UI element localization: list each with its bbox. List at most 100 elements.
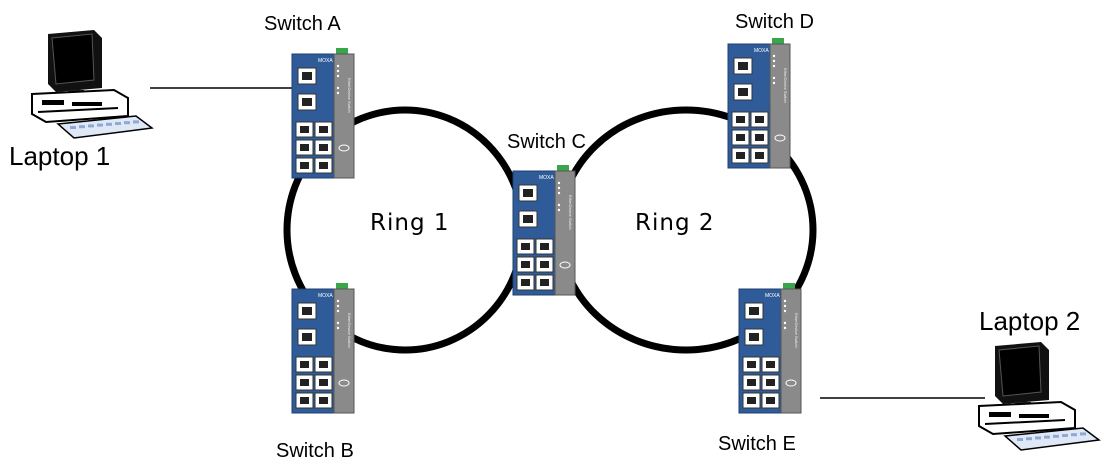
rj45-port-jack	[319, 361, 328, 368]
rj45-port-jack	[300, 126, 309, 133]
laptop-2-label: Laptop 2	[979, 306, 1081, 336]
rj45-port-jack	[736, 134, 745, 141]
led-indicator	[783, 304, 787, 308]
key	[1053, 434, 1059, 438]
brand-text: MOXA	[318, 58, 333, 64]
led-indicator	[783, 321, 787, 325]
switch-side-panel	[554, 170, 576, 296]
switch-a-label: Switch A	[264, 13, 341, 35]
led-indicator	[772, 81, 776, 85]
led-indicator	[772, 59, 776, 63]
rj45-port-jack	[300, 361, 309, 368]
power-connector	[336, 48, 348, 55]
key	[70, 126, 76, 129]
led-indicator	[336, 321, 340, 325]
led-indicator	[772, 76, 776, 80]
rj45-port-jack	[749, 333, 759, 341]
key	[79, 125, 85, 129]
key	[1062, 434, 1068, 437]
rj45-port-jack	[738, 88, 748, 96]
led-indicator	[336, 74, 340, 78]
key	[1071, 433, 1077, 437]
disk-slot	[72, 102, 102, 106]
led-indicator	[783, 326, 787, 330]
rj45-port-jack	[766, 397, 775, 404]
switch-b: MOXA EtherDevice Switch	[291, 283, 356, 419]
rj45-port-jack	[521, 279, 530, 286]
rj45-port-jack	[736, 152, 745, 159]
led-indicator	[336, 64, 340, 68]
power-connector	[557, 165, 569, 172]
switch-a: MOXA EtherDevice Switch	[291, 48, 356, 184]
led-indicator	[772, 54, 776, 58]
rj45-port-jack	[319, 162, 328, 169]
led-indicator	[783, 309, 787, 313]
rj45-port-jack	[766, 361, 775, 368]
key	[1026, 437, 1032, 441]
logo-mark	[559, 261, 571, 269]
rj45-port-jack	[755, 152, 764, 159]
led-indicator	[557, 203, 561, 207]
led-indicator	[336, 86, 340, 90]
rj45-port-jack	[300, 162, 309, 169]
rj45-port-jack	[300, 144, 309, 151]
switch-d-label: Switch D	[735, 11, 814, 33]
disk-slot	[1019, 414, 1049, 418]
power-connector	[772, 38, 784, 45]
rj45-port-jack	[747, 361, 756, 368]
side-text: EtherDevice Switch	[347, 78, 352, 113]
led-indicator	[336, 304, 340, 308]
rj45-port-jack	[540, 279, 549, 286]
brand-text: MOXA	[754, 48, 769, 54]
key	[1035, 436, 1041, 440]
rj45-port-jack	[540, 243, 549, 250]
key	[88, 124, 94, 128]
ring-2-label: Ring 2	[635, 210, 715, 236]
laptop-2-computer-icon	[975, 342, 1103, 454]
key	[97, 123, 103, 127]
rj45-port-jack	[738, 62, 748, 70]
led-indicator	[336, 69, 340, 73]
rj45-port-jack	[319, 397, 328, 404]
rj45-port-jack	[755, 116, 764, 123]
led-indicator	[557, 186, 561, 190]
rj45-port-jack	[319, 126, 328, 133]
side-text: EtherDevice Switch	[347, 313, 352, 348]
rj45-port-jack	[521, 261, 530, 268]
power-connector	[336, 283, 348, 290]
brand-text: MOXA	[318, 293, 333, 299]
monitor-screen	[998, 345, 1042, 397]
rj45-port-jack	[319, 379, 328, 386]
switch-e-label: Switch E	[718, 433, 796, 455]
disk-slot	[42, 100, 64, 105]
power-connector	[783, 283, 795, 290]
rj45-port-jack	[523, 189, 533, 197]
rj45-port-jack	[747, 397, 756, 404]
key	[124, 121, 130, 125]
rj45-port-jack	[736, 116, 745, 123]
led-indicator	[336, 299, 340, 303]
led-indicator	[783, 299, 787, 303]
switch-d: MOXA EtherDevice Switch	[727, 38, 792, 174]
logo-mark	[338, 144, 350, 152]
key	[1044, 435, 1050, 439]
side-text: EtherDevice Switch	[783, 68, 788, 103]
rj45-port-jack	[766, 379, 775, 386]
rj45-port-jack	[749, 307, 759, 315]
switch-side-panel	[333, 288, 355, 414]
laptop-1-label: Laptop 1	[9, 141, 111, 171]
led-indicator	[557, 181, 561, 185]
led-indicator	[557, 208, 561, 212]
rj45-port-jack	[747, 379, 756, 386]
disk-slot	[989, 412, 1011, 417]
key	[106, 122, 112, 126]
laptop-1-computer-icon	[28, 30, 156, 142]
rj45-port-jack	[302, 72, 312, 80]
rj45-port-jack	[540, 261, 549, 268]
logo-mark	[338, 379, 350, 387]
rj45-port-jack	[523, 215, 533, 223]
led-indicator	[336, 309, 340, 313]
ring-1-label: Ring 1	[370, 210, 450, 236]
